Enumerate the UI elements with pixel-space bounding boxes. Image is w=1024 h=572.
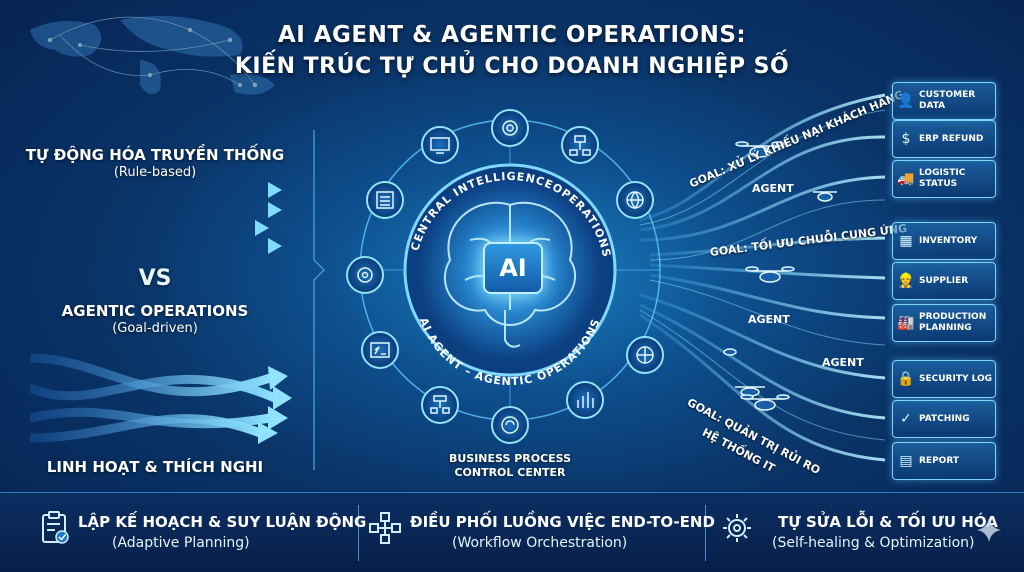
panel-report: ▤ REPORT	[892, 442, 996, 480]
planning-sub: (Adaptive Planning)	[112, 535, 250, 551]
user-icon: 👤	[897, 93, 915, 109]
panel-label-line1: REPORT	[919, 455, 959, 466]
agent-3-label: AGENT	[822, 356, 864, 369]
traditional-label: TỰ ĐỘNG HÓA TRUYỀN THỐNG	[25, 146, 285, 164]
main-subtitle: KIẾN TRÚC TỰ CHỦ CHO DOANH NGHIỆP SỐ	[234, 54, 790, 79]
panel-label-line2: PLANNING	[919, 323, 972, 333]
flex-label: LINH HOẠT & THÍCH NGHI	[46, 458, 264, 476]
agentic-label: AGENTIC OPERATIONS	[61, 302, 249, 320]
self-healing-gear-icon	[723, 514, 751, 542]
agent-flows	[639, 93, 886, 462]
orchestration-title: ĐIỀU PHỐI LUỒNG VIỆC END-TO-END	[410, 513, 715, 531]
world-map-network	[30, 16, 275, 95]
panel-supplier: 👷 SUPPLIER	[892, 262, 996, 300]
goal-driven-arrows	[30, 353, 292, 444]
panel-label-line1: LOGISTIC	[919, 168, 966, 178]
self-healing-sub: (Self-healing & Optimization)	[772, 535, 975, 551]
traditional-sub: (Rule-based)	[113, 165, 197, 180]
lock-icon: 🔒	[897, 371, 915, 387]
panel-security-log: 🔒 SECURITY LOG	[892, 360, 996, 398]
panel-label-line1: PATCHING	[919, 413, 970, 424]
agent-2-label: AGENT	[748, 313, 790, 326]
planning-title: LẬP KẾ HOẠCH & SUY LUẬN ĐỘNG	[78, 513, 367, 531]
vs-label: VS	[138, 266, 172, 291]
rule-based-arrows	[30, 182, 282, 254]
orchestration-sub: (Workflow Orchestration)	[452, 535, 628, 551]
section-divider	[313, 130, 326, 470]
ai-chip-label: AI	[499, 254, 527, 282]
panel-label: REPORT	[919, 456, 959, 467]
panel-label-line1: ERP REFUND	[919, 133, 984, 144]
bottom-bar: LẬP KẾ HOẠCH & SUY LUẬN ĐỘNG (Adaptive P…	[0, 492, 1024, 572]
factory-icon: 🏭	[897, 315, 915, 331]
bottom-divider	[705, 505, 706, 561]
refund-icon: $	[901, 131, 911, 147]
panel-label-line1: SECURITY LOG	[919, 373, 993, 384]
truck-icon: 🚚	[897, 171, 915, 187]
panel-label-line2: DATA	[919, 101, 946, 111]
panel-label: SUPPLIER	[919, 276, 968, 287]
panel-label: ERP REFUND	[919, 134, 983, 145]
workflow-icon	[369, 512, 401, 544]
drone-icons	[723, 141, 837, 411]
panel-label: PATCHING	[919, 414, 970, 425]
panel-label: SECURITY LOG	[919, 374, 992, 385]
clipboard-check-icon	[42, 511, 69, 544]
supplier-icon: 👷	[897, 273, 915, 289]
box-icon: ▦	[899, 233, 913, 249]
agentic-sub: (Goal-driven)	[112, 321, 198, 336]
report-icon: ▤	[899, 453, 913, 469]
panel-label-line2: STATUS	[919, 179, 958, 189]
panel-patching: ✓ PATCHING	[892, 400, 996, 438]
main-title: AI AGENT & AGENTIC OPERATIONS:	[277, 22, 747, 48]
panel-erp-refund: $ ERP REFUND	[892, 120, 996, 158]
agent-1-label: AGENT	[752, 182, 794, 195]
sparkle-icon	[977, 518, 1001, 542]
panel-label-line1: INVENTORY	[919, 235, 978, 246]
panel-label-line1: PRODUCTION	[919, 312, 987, 322]
panel-label-line1: CUSTOMER	[919, 90, 976, 100]
bottom-divider	[358, 505, 359, 561]
shield-icon: ✓	[900, 411, 912, 427]
panel-label: INVENTORY	[919, 236, 977, 247]
bpc-line1: BUSINESS PROCESS	[448, 452, 572, 465]
panel-label-line1: SUPPLIER	[919, 275, 969, 286]
ai-chip: AI	[483, 242, 543, 294]
bpc-line2: CONTROL CENTER	[454, 466, 566, 479]
panel-inventory: ▦ INVENTORY	[892, 222, 996, 260]
self-healing-title: TỰ SỬA LỖI & TỐI ƯU HÓA	[778, 513, 998, 531]
